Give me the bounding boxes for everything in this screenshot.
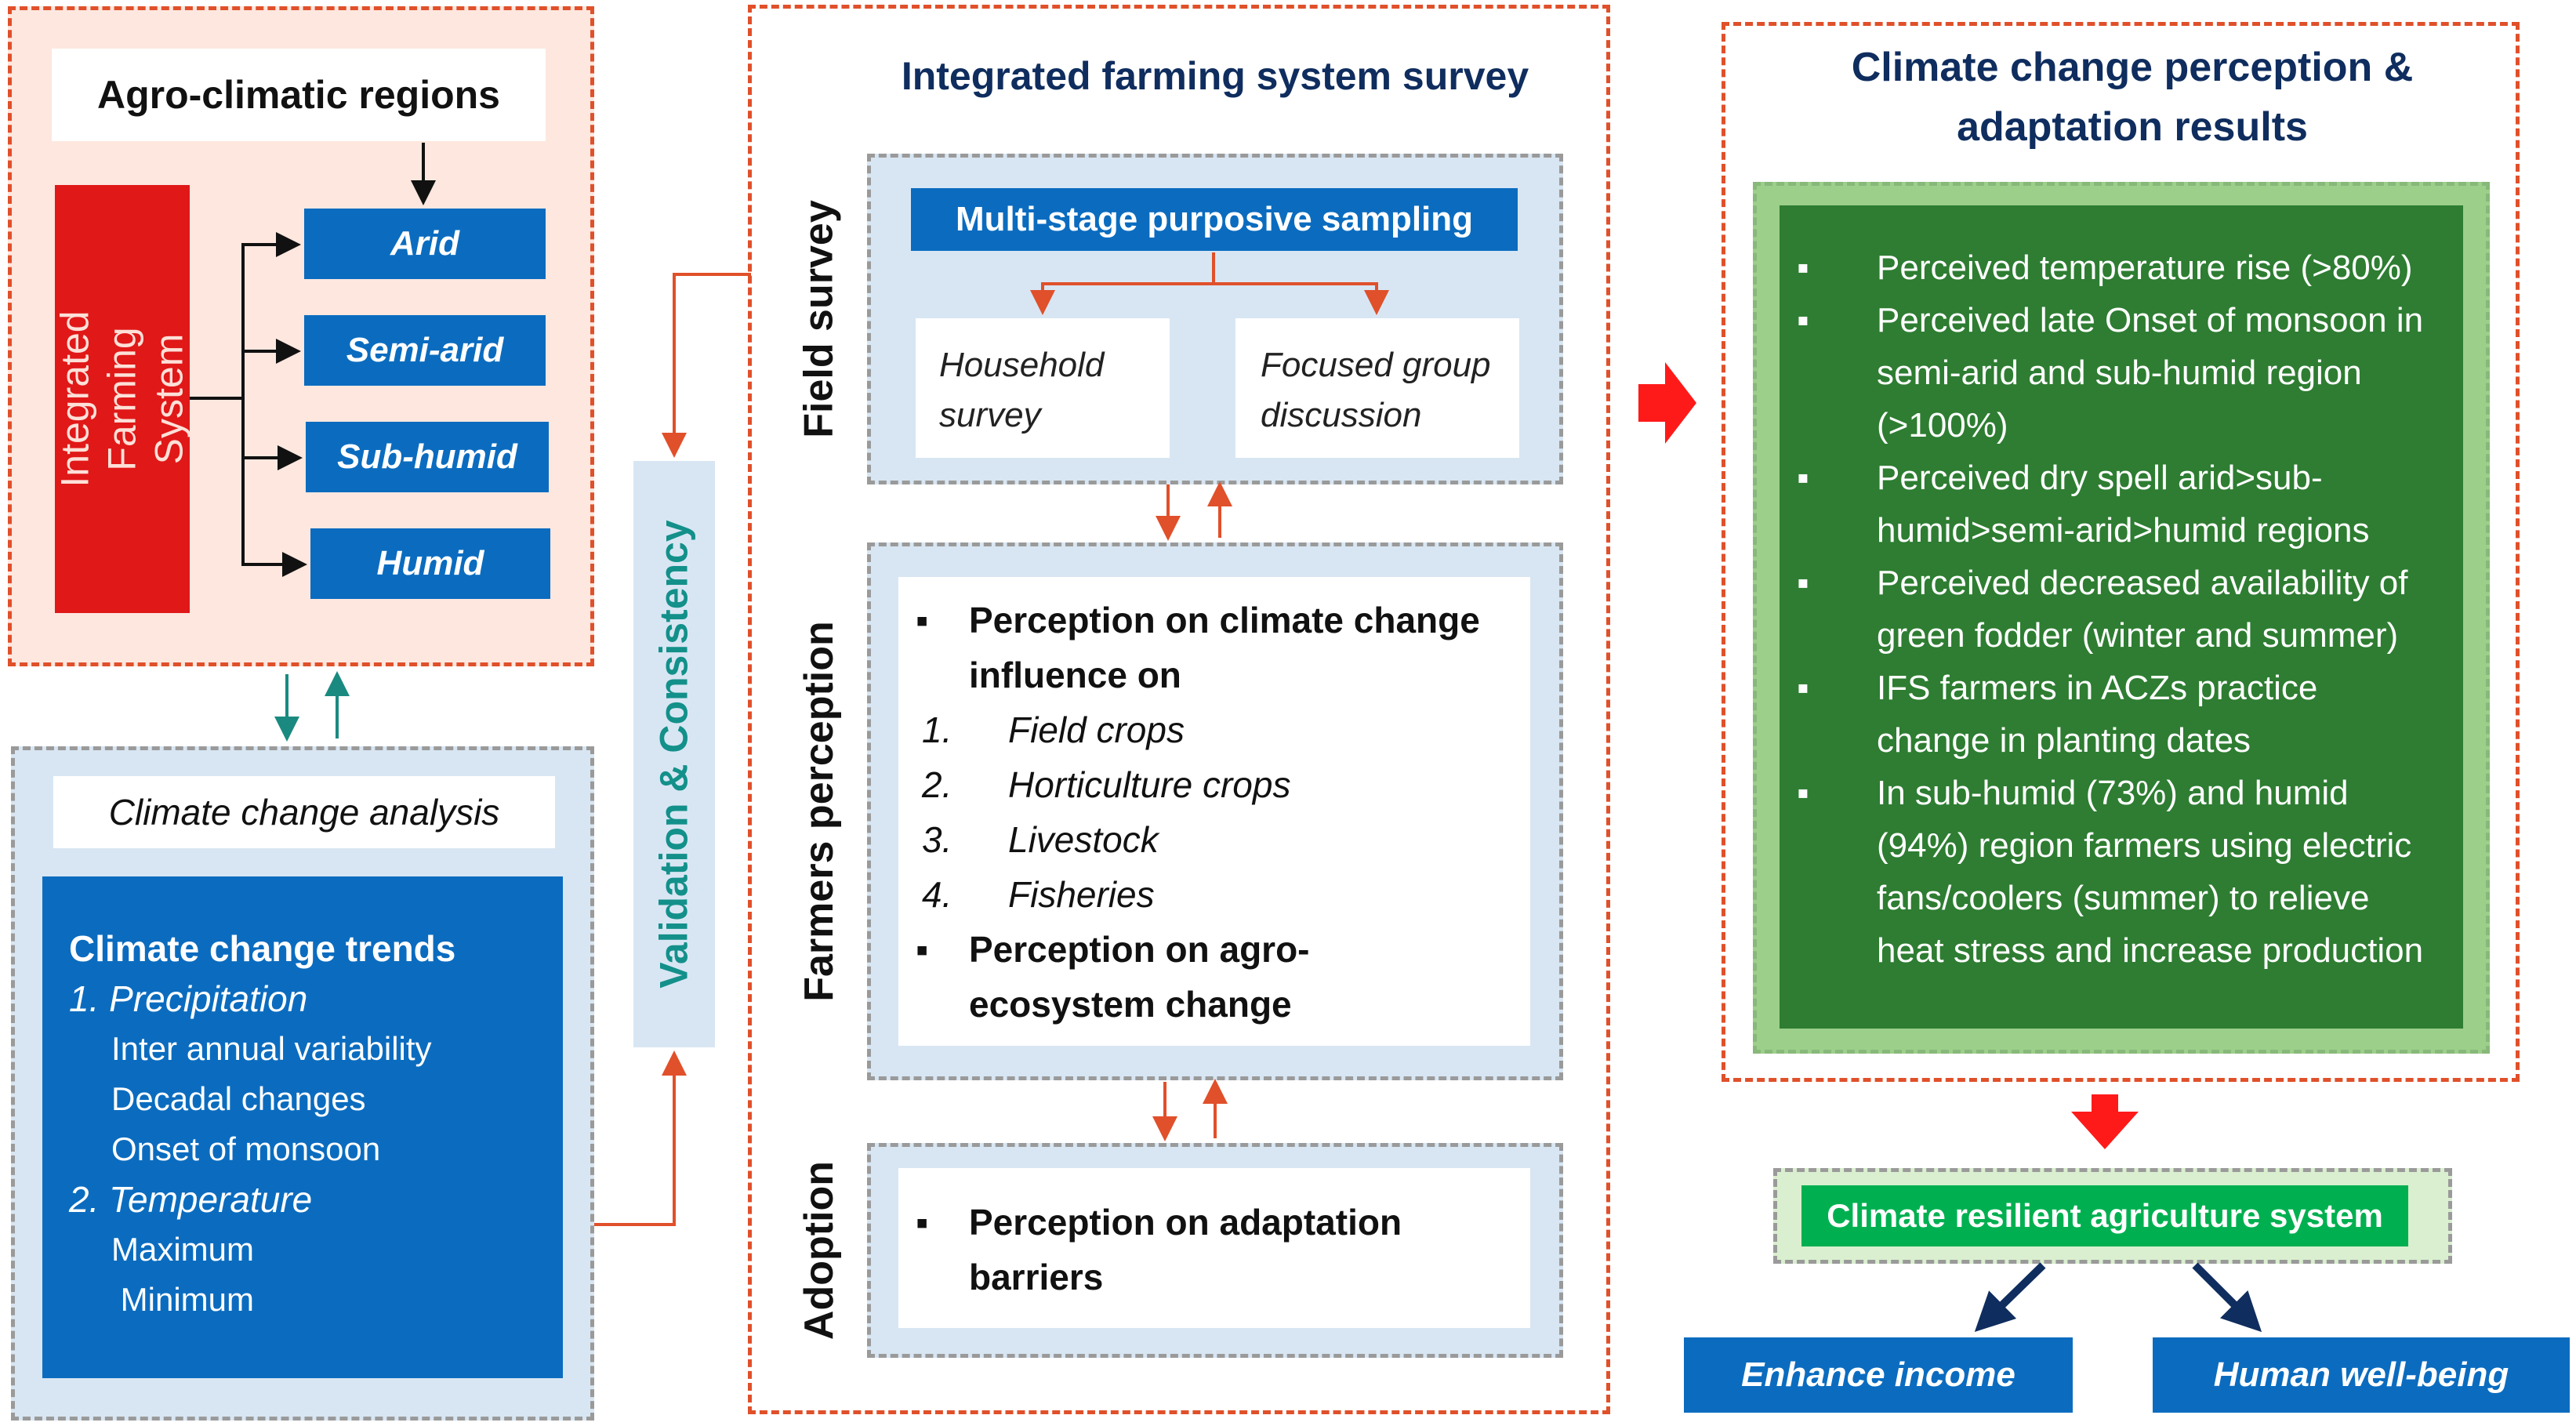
farmers-perception-side: Farmers perception xyxy=(776,542,862,1080)
result-item: In sub-humid (73%) and humid (94%) regio… xyxy=(1780,767,2440,977)
precip-item: Decadal changes xyxy=(111,1080,366,1117)
region-semi-arid: Semi-arid xyxy=(304,315,546,386)
adaptation-heading: Perception on adaptation barriers xyxy=(898,1195,1439,1304)
ifs-box: Integrated Farming System xyxy=(53,185,192,613)
arrow-to-human-well-being xyxy=(2192,1262,2262,1333)
regions-title-box: Agro-climatic regions xyxy=(52,49,546,141)
region-humid: Humid xyxy=(310,528,550,599)
fgd-box: Focused group discussion xyxy=(1235,318,1519,458)
adoption-side: Adoption xyxy=(776,1143,862,1358)
precip-item: Onset of monsoon xyxy=(111,1130,381,1167)
resilient-box: Climate resilient agriculture system xyxy=(1801,1185,2408,1246)
arrow-survey-to-validation xyxy=(662,273,751,458)
agro-heading: Perception on agro-ecosystem change xyxy=(898,922,1314,1032)
survey-panel xyxy=(748,5,1610,1414)
results-panel xyxy=(1722,22,2520,1082)
sampling-label: Multi-stage purposive sampling xyxy=(955,200,1474,238)
arrow-analysis-to-validation xyxy=(594,1050,687,1226)
ifs-label: Integrated Farming System xyxy=(53,310,192,488)
farmers-perception-label: Farmers perception xyxy=(796,621,842,1002)
temp-item: Minimum xyxy=(111,1281,255,1318)
analysis-title-box: Climate change analysis xyxy=(53,776,555,848)
household-label: Household survey xyxy=(939,346,1105,434)
adoption-label: Adoption xyxy=(796,1160,843,1341)
survey-title: Integrated farming system survey xyxy=(901,54,1529,98)
precip-label: 1. Precipitation xyxy=(69,978,308,1019)
temp-label: 2. Temperature xyxy=(69,1179,313,1220)
block-arrow-down xyxy=(2071,1094,2139,1149)
result-item: Perceived decreased availability of gree… xyxy=(1780,557,2440,662)
regions-title: Agro-climatic regions xyxy=(97,73,500,117)
results-title: Climate change perception & adaptation r… xyxy=(1851,45,2414,150)
perception-item: 4. Fisheries xyxy=(922,874,1155,915)
result-item: IFS farmers in ACZs practice change in p… xyxy=(1780,662,2440,767)
adaptation-box: Perception on adaptation barriers xyxy=(898,1168,1530,1328)
perception-item: 1. Field crops xyxy=(922,709,1185,750)
sampling-box: Multi-stage purposive sampling xyxy=(911,188,1518,251)
field-survey-label: Field survey xyxy=(796,200,842,438)
result-item: Perceived temperature rise (>80%) xyxy=(1780,241,2440,294)
region-arid: Arid xyxy=(304,209,546,279)
perception-box: Perception on climate change influence o… xyxy=(898,577,1530,1046)
region-sub-humid: Sub-humid xyxy=(306,422,549,492)
fgd-label: Focused group discussion xyxy=(1261,346,1491,434)
precip-item: Inter annual variability xyxy=(111,1030,432,1067)
results-box: Perceived temperature rise (>80%) Percei… xyxy=(1780,205,2463,1029)
perception-item: 2. Horticulture crops xyxy=(922,764,1291,805)
outcome-enhance-income: Enhance income xyxy=(1684,1337,2073,1413)
resilient-label: Climate resilient agriculture system xyxy=(1827,1197,2383,1234)
trends-heading: Climate change trends xyxy=(69,928,456,969)
validation-label: Validation & Consistency xyxy=(652,520,696,989)
household-box: Household survey xyxy=(916,318,1170,458)
result-item: Perceived late Onset of monsoon in semi-… xyxy=(1780,294,2440,452)
analysis-title: Climate change analysis xyxy=(108,792,500,833)
temp-item: Maximum xyxy=(111,1231,255,1268)
field-survey-side: Field survey xyxy=(776,154,862,484)
perception-item: 3. Livestock xyxy=(922,819,1159,860)
arrow-to-enhance-income xyxy=(1974,1262,2046,1332)
trends-box: Climate change trends 1. Precipitation I… xyxy=(42,876,563,1378)
perception-heading: Perception on climate change influence o… xyxy=(898,593,1515,702)
result-item: Perceived dry spell arid>sub-humid>semi-… xyxy=(1780,452,2440,557)
block-arrow-right xyxy=(1638,362,1696,444)
validation-bar: Validation & Consistency xyxy=(633,461,715,1047)
outcome-human-well-being: Human well-being xyxy=(2153,1337,2570,1413)
